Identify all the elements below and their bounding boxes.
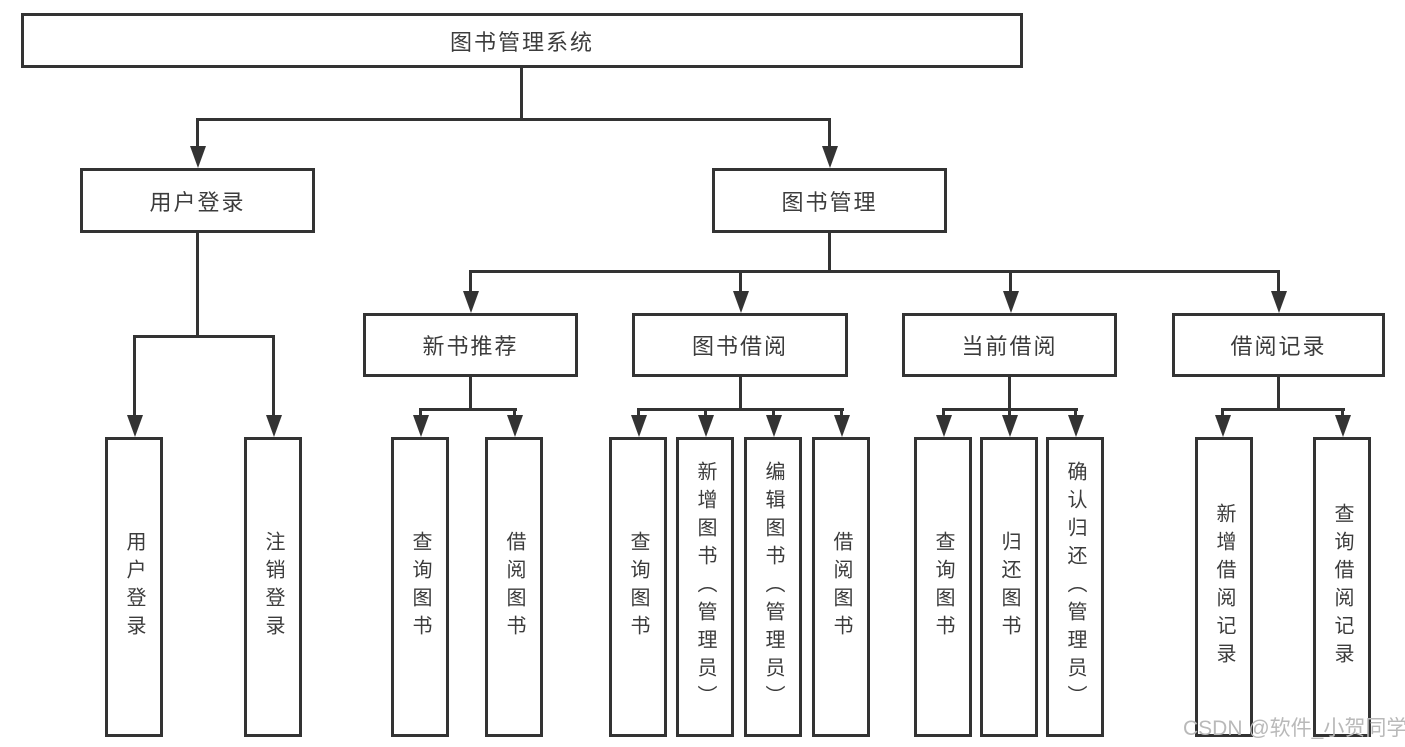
arrow-records-query: [1334, 408, 1351, 437]
arrow-to-book-management: [821, 118, 838, 168]
connector-recommend-stem: [469, 377, 472, 411]
connector-userlogin-hbar: [133, 335, 275, 338]
arrow-recommend-borrow: [506, 408, 523, 437]
node-library-management-system: 图书管理系统: [21, 13, 1023, 68]
connector-root-stem: [520, 68, 523, 120]
leaf-confirm-return-admin: 确认归还（管理员）: [1046, 437, 1104, 737]
arrow-borrowing-add: [697, 408, 714, 437]
arrow-borrowing-query: [630, 408, 647, 437]
connector-bookmgmt-hbar: [469, 270, 1280, 273]
arrow-to-new-book-recommendation: [462, 270, 479, 313]
arrow-current-query: [935, 408, 952, 437]
connector-recommend-hbar: [419, 408, 517, 411]
leaf-user-login: 用户登录: [105, 437, 163, 737]
leaf-query-books-recommend: 查询图书: [391, 437, 449, 737]
leaf-new-borrow-record: 新增借阅记录: [1195, 437, 1253, 737]
csdn-watermark: CSDN @软件_小贺同学: [1183, 717, 1405, 740]
arrow-current-return: [1001, 408, 1018, 437]
arrow-borrowing-edit: [765, 408, 782, 437]
arrow-recommend-query: [412, 408, 429, 437]
arrow-records-add: [1214, 408, 1231, 437]
arrow-current-confirm: [1067, 408, 1084, 437]
node-current-borrowing: 当前借阅: [902, 313, 1117, 377]
connector-records-stem: [1277, 377, 1280, 411]
node-new-book-recommendation: 新书推荐: [363, 313, 578, 377]
arrow-to-user-login: [189, 118, 206, 168]
arrow-to-leaf-logout: [265, 335, 282, 437]
leaf-return-book: 归还图书: [980, 437, 1038, 737]
arrow-to-leaf-user-login: [126, 335, 143, 437]
leaf-borrow-books-borrow: 借阅图书: [812, 437, 870, 737]
leaf-query-books-borrow: 查询图书: [609, 437, 667, 737]
connector-current-stem: [1008, 377, 1011, 411]
arrow-to-borrowing-records: [1270, 270, 1287, 313]
node-book-borrowing: 图书借阅: [632, 313, 848, 377]
node-user-login: 用户登录: [80, 168, 315, 233]
arrow-to-current-borrowing: [1002, 270, 1019, 313]
connector-userlogin-stem: [196, 233, 199, 338]
arrow-borrowing-borrow: [833, 408, 850, 437]
connector-records-hbar: [1221, 408, 1345, 411]
leaf-edit-book-admin: 编辑图书（管理员）: [744, 437, 802, 737]
leaf-query-borrow-record: 查询借阅记录: [1313, 437, 1371, 737]
connector-root-hbar: [196, 118, 831, 121]
leaf-query-books-current: 查询图书: [914, 437, 972, 737]
node-book-management: 图书管理: [712, 168, 947, 233]
leaf-logout-login: 注销登录: [244, 437, 302, 737]
connector-borrowing-hbar: [637, 408, 844, 411]
leaf-borrow-books-recommend: 借阅图书: [485, 437, 543, 737]
connector-borrowing-stem: [739, 377, 742, 411]
node-borrowing-records: 借阅记录: [1172, 313, 1385, 377]
arrow-to-book-borrowing: [732, 270, 749, 313]
leaf-add-book-admin: 新增图书（管理员）: [676, 437, 734, 737]
connector-bookmgmt-stem: [828, 233, 831, 273]
